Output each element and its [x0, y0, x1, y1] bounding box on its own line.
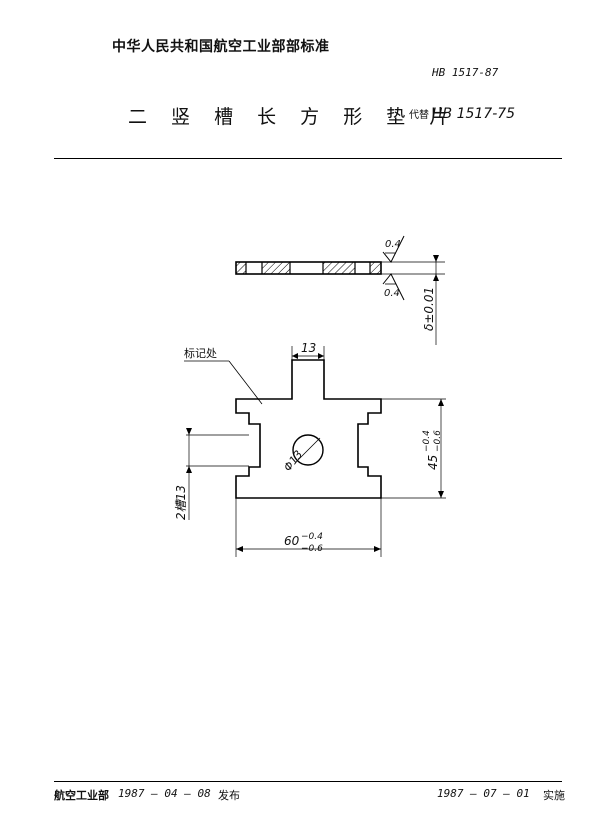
height-dim-text: 45 — [426, 455, 440, 470]
dim-arrow — [438, 491, 444, 498]
dim-arrow — [186, 428, 192, 435]
issue-date: 1987 — 04 — 08 — [118, 787, 211, 800]
marking-label: 标记处 — [184, 346, 217, 360]
width-dim-upper: −0.4 — [301, 532, 323, 542]
dim-arrow — [236, 546, 243, 552]
roughness-symbol-top — [382, 235, 405, 263]
dim-arrow — [433, 274, 439, 281]
dim-arrow — [292, 353, 298, 359]
implement-label: 实施 — [543, 789, 565, 802]
section-plate-outline — [235, 261, 382, 275]
center-hole — [292, 434, 324, 466]
height-dim-base: 45 — [426, 455, 440, 470]
dim-arrow — [433, 255, 439, 262]
thickness-dim-text: δ±0.01 — [422, 287, 436, 331]
section-hatch-left-end — [236, 262, 246, 274]
issued-label: 发布 — [218, 789, 240, 802]
dim-arrow — [318, 353, 324, 359]
dim-arrow — [186, 466, 192, 473]
standard-number: HB 1517-87 — [432, 66, 499, 79]
roughness-value-top: 0.4 — [385, 239, 401, 250]
section-hatch-right-mid — [323, 262, 355, 274]
slot-count-dim-text: 2槽13 — [174, 485, 188, 520]
plan-view: Φ13 标记处 13 2槽13 45 −0.4 −0.6 — [174, 341, 446, 557]
slot-width-dim-text: 13 — [301, 341, 316, 355]
marking-leader-line — [228, 360, 263, 405]
dim-arrow — [438, 399, 444, 406]
footer-rule — [54, 781, 562, 782]
header-rule — [54, 158, 562, 159]
width-dim-lower: −0.6 — [301, 544, 323, 554]
section-hatch-left-mid — [262, 262, 290, 274]
roughness-value-bottom: 0.4 — [384, 288, 400, 299]
document-title: 二 竖 槽 长 方 形 垫 片 — [128, 106, 458, 128]
implement-date: 1987 — 07 — 01 — [437, 787, 530, 800]
ministry-standard-heading: 中华人民共和国航空工业部部标准 — [112, 39, 330, 55]
section-view: δ±0.01 0.4 0.4 — [235, 235, 445, 345]
replaces-label: 代替 — [409, 110, 429, 121]
replaces-number: HB 1517-75 — [432, 106, 516, 122]
hole-dim-text: Φ13 — [281, 448, 305, 474]
issuer: 航空工业部 — [54, 789, 109, 802]
width-dim-base: 60 — [284, 534, 300, 548]
section-hatch-right-end — [370, 262, 381, 274]
height-dim-upper: −0.4 — [422, 430, 432, 452]
dim-arrow — [374, 546, 381, 552]
hole-leader-line — [296, 437, 321, 462]
roughness-symbol-bottom — [382, 273, 405, 301]
height-dim-lower: −0.6 — [433, 430, 443, 452]
plate-outline — [235, 359, 382, 499]
